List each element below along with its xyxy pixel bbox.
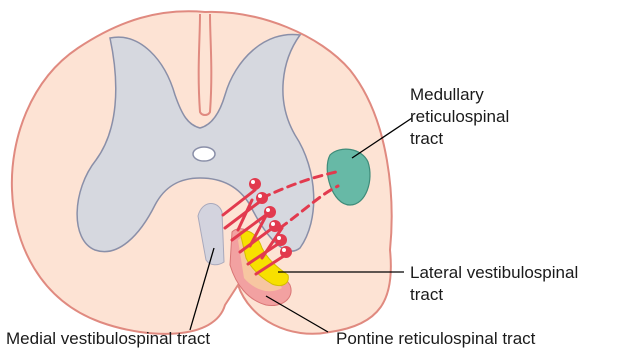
- label-medullary-line1: Medullary: [410, 85, 484, 104]
- posterior-median-sulcus: [199, 14, 212, 115]
- label-lateral-vestibulospinal-line2: tract: [410, 285, 443, 304]
- label-medullary-line3: tract: [410, 129, 443, 148]
- label-medullary-line2: reticulospinal: [410, 107, 509, 126]
- central-canal: [193, 147, 215, 161]
- label-pontine-reticulospinal: Pontine reticulospinal tract: [336, 329, 536, 348]
- label-medial-vestibulospinal: Medial vestibulospinal tract: [6, 329, 210, 348]
- label-lateral-vestibulospinal-line1: Lateral vestibulospinal: [410, 263, 578, 282]
